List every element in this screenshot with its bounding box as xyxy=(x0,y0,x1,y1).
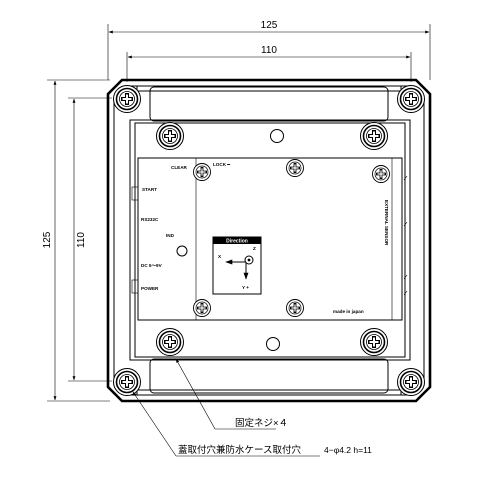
dimension-outer-width: 125 xyxy=(107,20,431,80)
outer-width-label: 125 xyxy=(261,20,278,31)
start-connector xyxy=(131,186,139,201)
fixing-screw-top-left-icon xyxy=(155,121,185,151)
label-rs232c: RS232C xyxy=(141,217,159,222)
bottom-hole xyxy=(266,337,280,351)
pcb-screw-5-icon xyxy=(286,299,304,317)
ind-lamp xyxy=(176,245,188,257)
corner-screw-bottom-left-icon xyxy=(112,367,142,397)
top-hole xyxy=(270,129,284,143)
inner-width-label: 110 xyxy=(261,45,277,56)
pcb-screw-4-icon xyxy=(193,299,211,317)
z-axis-circle xyxy=(244,255,254,265)
dimension-inner-height: 110 xyxy=(68,97,112,382)
inner-height-label: 110 xyxy=(76,232,87,248)
sensor-module xyxy=(129,119,411,361)
label-ind: IND xyxy=(166,233,175,238)
fixing-screw-top-right-icon xyxy=(359,121,389,151)
direction-title: Direction xyxy=(226,239,248,245)
label-external-sensor: EXTERNAL SENSOR xyxy=(384,200,389,246)
fixing-screw-bottom-left-icon xyxy=(155,327,185,357)
label-start: START xyxy=(142,187,157,192)
callout-fixing-screw: 固定ネジ×４ xyxy=(235,417,288,429)
corner-screw-bottom-right-icon xyxy=(396,367,426,397)
outer-height-label: 125 xyxy=(42,231,53,248)
label-lock: LOCK ━ xyxy=(213,162,231,167)
callout-leaders xyxy=(132,358,320,457)
pcb-screw-3-icon xyxy=(372,165,390,183)
label-dc: DC 5～9V xyxy=(141,263,163,268)
dimension-inner-width: 110 xyxy=(126,45,412,82)
axis-z-label: Z xyxy=(253,246,256,251)
axis-y-label: Y + xyxy=(242,285,249,290)
corner-screw-top-left-icon xyxy=(112,84,142,114)
callout-lid-mount-spec: 4−φ4.2 h=11 xyxy=(324,445,372,455)
fixing-screw-bottom-right-icon xyxy=(359,327,389,357)
label-made-in: made in japan xyxy=(333,309,364,314)
callout-lid-mount: 蓋取付穴兼防水ケース取付穴 xyxy=(178,444,302,456)
power-connector xyxy=(131,279,139,294)
corner-screw-top-right-icon xyxy=(396,84,426,114)
pcb-screw-2-icon xyxy=(286,159,304,177)
panel-labels: CLEAR LOCK ━ START RS232C IND DC 5～9V PO… xyxy=(141,162,389,314)
label-power: POWER xyxy=(141,286,159,291)
axis-x-label: X xyxy=(218,254,222,259)
pcb-screw-1-icon xyxy=(193,163,211,181)
direction-indicator: Direction X Z Y + xyxy=(212,236,262,295)
dimension-outer-height: 125 xyxy=(42,79,110,402)
label-clear: CLEAR xyxy=(171,165,188,170)
